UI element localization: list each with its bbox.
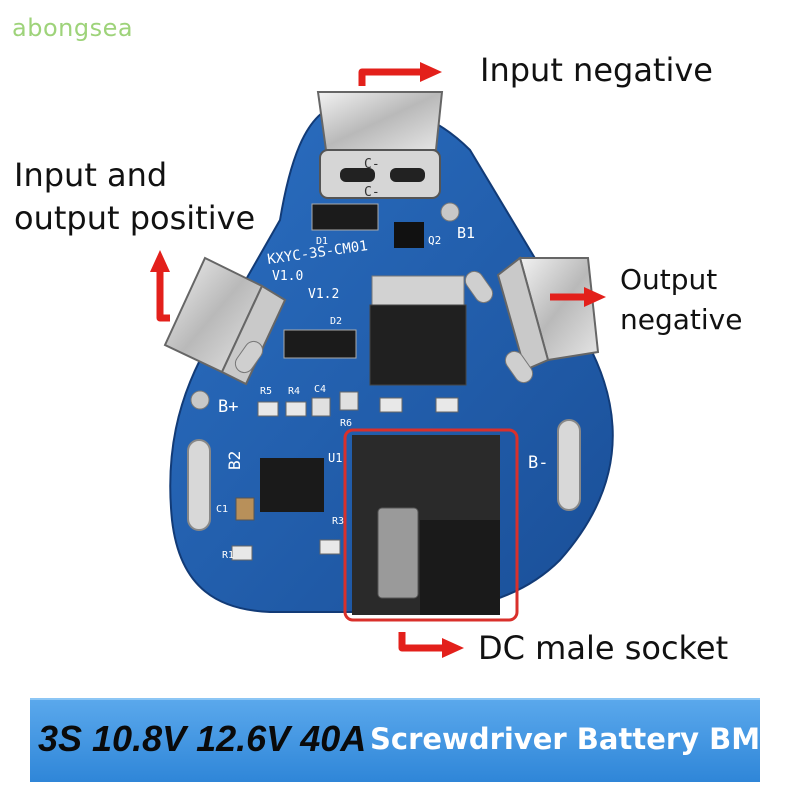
spec-banner: 3S 10.8V 12.6V 40A Screwdriver Battery B… xyxy=(30,698,781,782)
slot-left xyxy=(187,439,211,531)
right-terminal xyxy=(496,256,600,372)
dc-socket-highlight xyxy=(343,428,519,622)
silk-r1: R1 xyxy=(222,550,234,561)
chip-u1 xyxy=(260,458,324,512)
silk-r6: R6 xyxy=(340,418,352,429)
silk-c-minus-1: C- xyxy=(364,157,380,172)
b1-pad xyxy=(440,202,460,222)
transistor-q2 xyxy=(394,222,424,248)
silk-u1: U1 xyxy=(328,451,342,465)
silk-b-plus: B+ xyxy=(218,397,238,417)
b-plus-pad xyxy=(190,390,210,410)
diode-d2 xyxy=(283,329,357,359)
silk-c4: C4 xyxy=(314,384,326,395)
silk-r5: R5 xyxy=(260,386,272,397)
mosfet-body xyxy=(369,304,467,386)
diode-d1 xyxy=(311,203,379,231)
label-output-negative-1: Output xyxy=(620,263,718,296)
arrow-dc-socket xyxy=(398,632,464,658)
silk-version: V1.0 xyxy=(272,269,303,284)
silk-b1: B1 xyxy=(457,224,475,242)
label-dc-socket: DC male socket xyxy=(478,629,729,667)
silk-b2: B2 xyxy=(225,451,244,470)
watermark-text: abongsea xyxy=(12,14,134,42)
arrow-input-output-positive xyxy=(150,250,170,322)
arrow-output-negative xyxy=(550,287,606,307)
silk-r4: R4 xyxy=(288,386,300,397)
slot-right xyxy=(557,419,581,511)
arrow-input-negative xyxy=(358,62,442,86)
top-terminal xyxy=(316,91,444,199)
silk-c1: C1 xyxy=(216,504,228,515)
label-input-negative: Input negative xyxy=(480,51,713,89)
dc-socket xyxy=(352,435,500,615)
silk-b-minus: B- xyxy=(528,453,548,473)
label-output-negative-2: negative xyxy=(620,303,743,336)
silk-r3: R3 xyxy=(332,516,344,527)
silk-version2: V1.2 xyxy=(308,287,339,302)
label-input-output-positive-2: output positive xyxy=(14,199,256,237)
silk-d1: D1 xyxy=(316,236,328,247)
mosfet-tab xyxy=(371,275,465,309)
banner-spec: 3S 10.8V 12.6V 40A xyxy=(38,718,367,759)
silk-q2: Q2 xyxy=(428,234,441,247)
banner-title: Screwdriver Battery BMS xyxy=(370,722,782,756)
silk-c-minus-2: C- xyxy=(364,185,380,200)
label-input-output-positive-1: Input and xyxy=(14,156,168,194)
silk-d2: D2 xyxy=(330,316,342,327)
